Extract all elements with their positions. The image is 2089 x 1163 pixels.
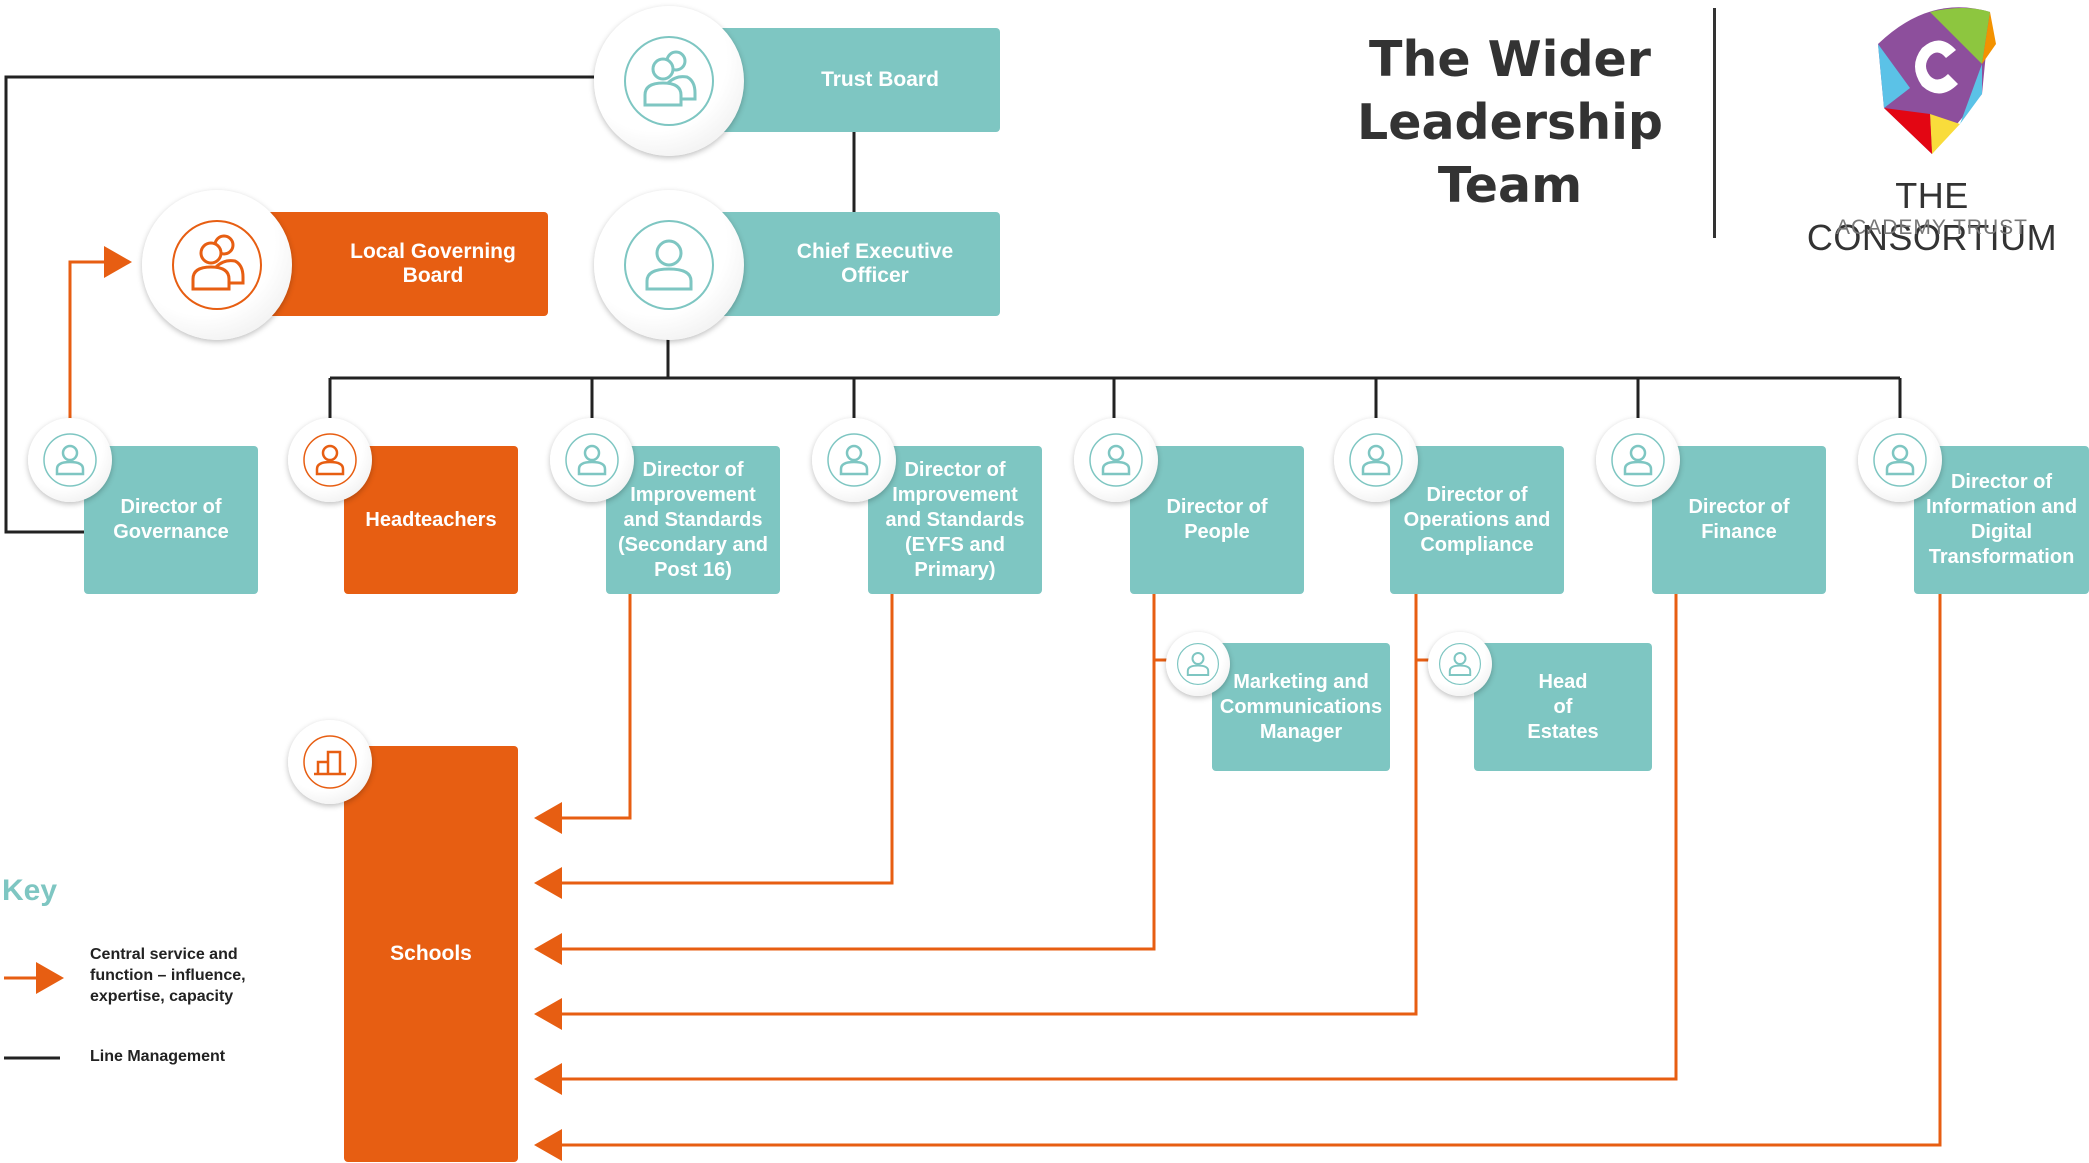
director-people-box: Director of People xyxy=(1130,446,1304,594)
line-management-connectors xyxy=(4,75,1902,534)
trust-board-box: Trust Board xyxy=(700,28,1000,132)
group-icon xyxy=(624,36,714,126)
trust-board-circle xyxy=(594,6,744,156)
director-information-box: Director of Information and Digital Tran… xyxy=(1914,446,2089,594)
director-finance-label: Director of Finance xyxy=(1688,496,1790,543)
person-icon xyxy=(565,433,619,487)
director-improvement-secondary-label: Director of Improvement and Standards (S… xyxy=(617,458,769,581)
ceo-circle xyxy=(594,190,744,340)
ceo-box: Chief Executive Officer xyxy=(700,212,1000,316)
marketing-avatar xyxy=(1166,632,1230,696)
director-improvement-secondary-box: Director of Improvement and Standards (S… xyxy=(606,446,780,594)
consortium-logo xyxy=(1870,4,1996,160)
person-icon xyxy=(43,433,97,487)
person-icon xyxy=(1176,642,1220,686)
lgb-label: Local Governing Board xyxy=(350,240,516,287)
key-line-management-text: Line Management xyxy=(90,1048,226,1065)
marketing-box: Marketing and Communications Manager xyxy=(1212,643,1390,771)
schools-avatar xyxy=(288,720,372,804)
person-icon xyxy=(827,433,881,487)
director-information-label: Director of Information and Digital Tran… xyxy=(1925,471,2078,568)
lgb-box: Local Governing Board xyxy=(248,212,548,316)
key-title: Key xyxy=(2,874,58,907)
trust-board-label: Trust Board xyxy=(821,68,939,91)
brand-subtitle: ACADEMY TRUST xyxy=(1836,216,2028,239)
person-icon xyxy=(1349,433,1403,487)
director-finance-avatar xyxy=(1596,418,1680,502)
head-estates-avatar xyxy=(1428,632,1492,696)
influence-connectors xyxy=(4,260,1942,1147)
person-icon xyxy=(1089,433,1143,487)
director-operations-label: Director of Operations and Compliance xyxy=(1403,483,1551,556)
schools-box: Schools xyxy=(344,746,518,1162)
director-improvement-eyfs-label: Director of Improvement and Standards (E… xyxy=(885,458,1025,581)
title-divider xyxy=(1713,8,1716,238)
director-people-avatar xyxy=(1074,418,1158,502)
brand-name: THE CONSORTIUM xyxy=(1806,175,2058,258)
key-central-service-text: Central service and function – influence… xyxy=(90,946,246,1005)
building-icon xyxy=(303,735,357,789)
director-improvement-eyfs-box: Director of Improvement and Standards (E… xyxy=(868,446,1042,594)
director-operations-avatar xyxy=(1334,418,1418,502)
head-estates-box: Head of Estates xyxy=(1474,643,1652,771)
ceo-label: Chief Executive Officer xyxy=(796,240,954,287)
influence-arrowheads xyxy=(36,246,562,1161)
headteachers-avatar xyxy=(288,418,372,502)
director-governance-box: Director of Governance xyxy=(84,446,258,594)
headteachers-label: Headteachers xyxy=(365,508,497,531)
director-operations-box: Director of Operations and Compliance xyxy=(1390,446,1564,594)
schools-label: Schools xyxy=(390,942,472,965)
director-improvement-secondary-avatar xyxy=(550,418,634,502)
lgb-circle xyxy=(142,190,292,340)
person-icon xyxy=(624,220,714,310)
person-icon xyxy=(1873,433,1927,487)
director-governance-avatar xyxy=(28,418,112,502)
marketing-label: Marketing and Communications Manager xyxy=(1219,670,1383,743)
director-information-avatar xyxy=(1858,418,1942,502)
director-people-label: Director of People xyxy=(1166,496,1268,543)
page-title: The Wider Leadership Team xyxy=(1357,31,1663,214)
person-icon xyxy=(1611,433,1665,487)
director-improvement-eyfs-avatar xyxy=(812,418,896,502)
head-estates-label: Head of Estates xyxy=(1527,670,1599,743)
director-finance-box: Director of Finance xyxy=(1652,446,1826,594)
person-icon xyxy=(1438,642,1482,686)
group-icon xyxy=(172,220,262,310)
director-governance-label: Director of Governance xyxy=(113,496,229,543)
person-icon xyxy=(303,433,357,487)
headteachers-box: Headteachers xyxy=(344,446,518,594)
